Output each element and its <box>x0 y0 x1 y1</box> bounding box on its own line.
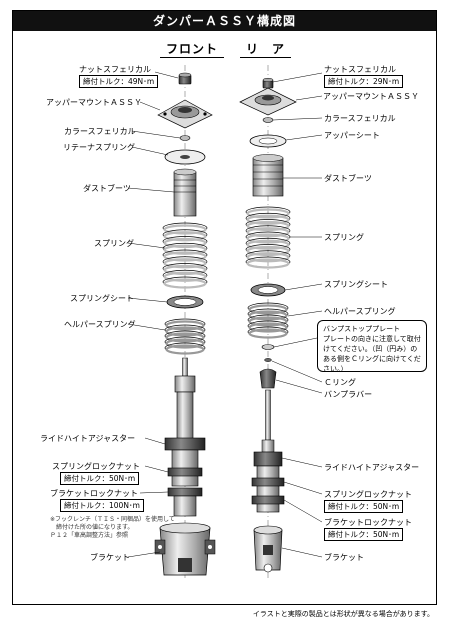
front-bracket <box>154 522 216 576</box>
bump-plate-note-2: けてください。（凹（円み）の <box>323 345 418 353</box>
rear-nut-spherical <box>262 77 274 89</box>
rear-helper-spring <box>247 302 289 339</box>
front-spring-seat <box>166 295 204 309</box>
rear-spring-seat-label: スプリングシート <box>324 280 388 289</box>
front-bracket-label: ブラケット <box>90 553 130 562</box>
diagram-frame <box>12 10 437 605</box>
front-ride-height-label: ライドハイトアジャスター <box>40 434 136 443</box>
front-damper-body <box>164 357 206 517</box>
front-nut-spherical <box>178 72 192 85</box>
bump-plate-note-4: さい。） <box>323 365 348 373</box>
front-note-2: 締付けた所の値になります。 <box>56 524 134 531</box>
rear-spring-label: スプリング <box>324 233 364 242</box>
front-note-1: ※フックレンチ（ＴＩＳ・同梱品）を使用して <box>50 516 175 523</box>
front-collar-label: カラースフェリカル <box>64 127 136 136</box>
rear-upper-mount <box>239 87 297 116</box>
bump-plate-title: バンプストッププレート <box>323 325 401 333</box>
rear-heading: リ ア <box>240 40 292 58</box>
rear-collar <box>262 117 274 123</box>
front-spring-label: スプリング <box>94 239 134 248</box>
rear-c-ring-label: Ｃリング <box>324 378 356 387</box>
front-upper-mount-label: アッパーマウントＡＳＳＹ <box>46 98 142 107</box>
rear-lock-nut-label: スプリングロックナット <box>324 490 412 499</box>
footer-disclaimer: イラストと実際の製品とは形状が異なる場合があります。 <box>252 610 434 618</box>
front-nut-torque: 締付トルク：49N･m <box>79 75 159 88</box>
bump-plate-note-3: ある側をＣリングに向けてくだ <box>323 355 421 363</box>
rear-bump-rubber-label: バンプラバー <box>324 390 373 399</box>
rear-bracket <box>253 525 283 573</box>
rear-nut-label: ナットスフェリカル <box>324 65 396 74</box>
rear-collar-label: カラースフェリカル <box>324 114 396 123</box>
rear-dust-boot <box>252 154 284 197</box>
front-main-spring <box>162 222 208 289</box>
rear-upper-seat <box>249 134 287 148</box>
rear-spring-seat <box>250 283 286 297</box>
rear-bracket-nut-label: ブラケットロックナット <box>324 518 412 527</box>
bump-plate-note-1: プレートの向きに注意して取付 <box>323 335 421 343</box>
front-lock-torque: 締付トルク：50N･m <box>60 472 140 485</box>
bump-stop-plate-callout: バンプストッププレート プレートの向きに注意して取付 けてください。（凹（円み）… <box>317 320 427 373</box>
front-nut-label: ナットスフェリカル <box>79 65 151 74</box>
front-bracket-torque: 締付トルク：100N･m <box>60 499 144 512</box>
rear-bump-rubber <box>259 368 277 389</box>
leader-lines <box>127 71 323 558</box>
front-bracket-nut-label: ブラケットロックナット <box>50 489 138 498</box>
rear-bump-plate <box>261 344 275 350</box>
rear-damper-body <box>251 389 285 513</box>
rear-upper-seat-label: アッパーシート <box>324 131 380 140</box>
front-heading: フロント <box>160 40 225 58</box>
rear-c-ring <box>264 358 272 362</box>
rear-dust-boot-label: ダストブーツ <box>324 174 372 183</box>
front-dust-boot-label: ダストブーツ <box>83 184 131 193</box>
rear-ride-height-label: ライドハイトアジャスター <box>324 463 420 472</box>
front-collar <box>179 135 191 141</box>
rear-bracket-torque: 締付トルク：50N･m <box>324 528 404 541</box>
front-retainer <box>164 149 206 165</box>
rear-helper-label: ヘルパースプリング <box>324 307 396 316</box>
front-note-3: Ｐ１２「車高調整方法」参照 <box>50 532 129 539</box>
front-lock-nut-label: スプリングロックナット <box>52 462 140 471</box>
front-helper-spring <box>164 318 206 355</box>
front-dust-boot <box>173 168 197 217</box>
front-spring-seat-label: スプリングシート <box>70 294 134 303</box>
front-upper-mount <box>157 99 213 129</box>
rear-lock-torque: 締付トルク：50N･m <box>324 500 404 513</box>
rear-main-spring <box>245 206 291 269</box>
rear-nut-torque: 締付トルク：29N･m <box>324 75 404 88</box>
page-title: ダンパーＡＳＳＹ構成図 <box>13 11 436 31</box>
front-helper-label: ヘルパースプリング <box>64 320 136 329</box>
front-retainer-label: リテーナスプリング <box>63 143 135 152</box>
rear-upper-mount-label: アッパーマウントＡＳＳＹ <box>323 92 419 101</box>
rear-bracket-label: ブラケット <box>324 553 364 562</box>
